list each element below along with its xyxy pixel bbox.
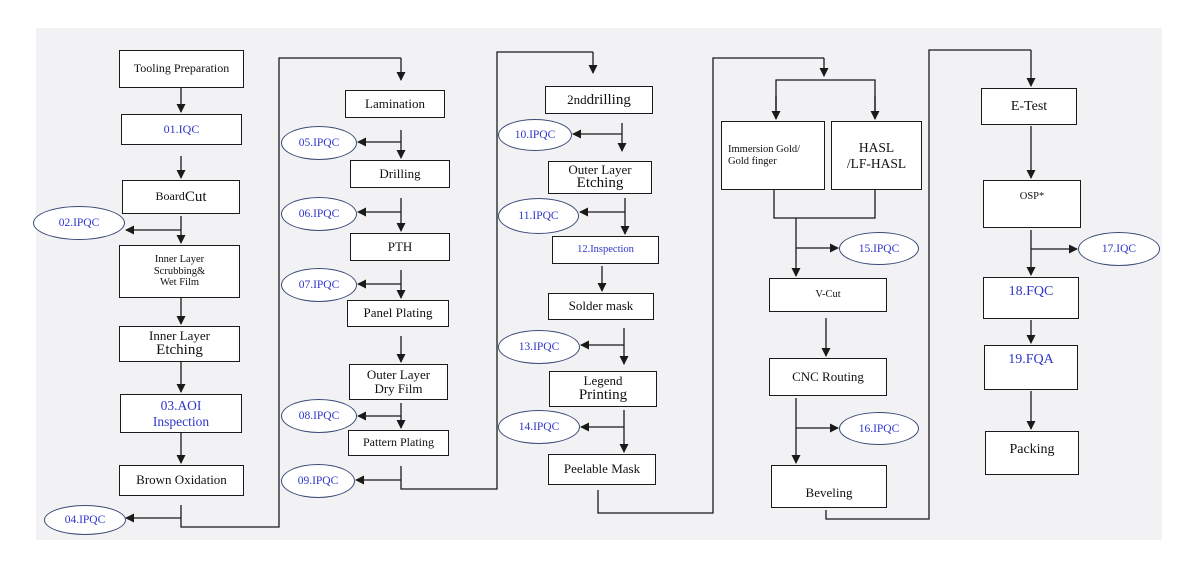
check-06-ipqc: 06.IPQC — [281, 197, 357, 231]
step-03-aoi-inspection: 03.AOI Inspection — [120, 394, 242, 433]
check-09-ipqc: 09.IPQC — [281, 464, 355, 498]
step-19-fqa: 19.FQA — [984, 345, 1078, 390]
connector-col2-col3 — [400, 51, 593, 490]
step-12-inspection: 12.Inspection — [552, 236, 659, 264]
connector-col1-col2 — [180, 57, 401, 528]
step-cnc-routing: CNC Routing — [769, 358, 887, 396]
connector-col3-col4 — [597, 57, 824, 514]
merge-finishes — [773, 190, 876, 219]
step-2nd-drilling: 2nd drilling — [545, 86, 653, 114]
step-beveling: Beveling — [771, 465, 887, 508]
check-16-ipqc: 16.IPQC — [839, 412, 919, 445]
step-osp: OSP* — [983, 180, 1081, 228]
check-05-ipqc: 05.IPQC — [281, 126, 357, 160]
step-brown-oxidation: Brown Oxidation — [119, 465, 244, 496]
step-pth: PTH — [350, 233, 450, 261]
check-13-ipqc: 13.IPQC — [498, 330, 580, 364]
step-drilling: Drilling — [350, 160, 450, 188]
step-pattern-plating: Pattern Plating — [348, 430, 449, 456]
step-solder-mask: Solder mask — [548, 293, 654, 320]
step-hasl: HASL /LF-HASL — [831, 121, 922, 190]
step-board-cut: Board Cut — [122, 180, 240, 214]
check-14-ipqc: 14.IPQC — [498, 410, 580, 444]
step-panel-plating: Panel Plating — [347, 300, 449, 327]
step-peelable-mask: Peelable Mask — [548, 454, 656, 485]
check-15-ipqc: 15.IPQC — [839, 232, 919, 265]
check-07-ipqc: 07.IPQC — [281, 268, 357, 302]
step-v-cut: V-Cut — [769, 278, 887, 312]
check-02-ipqc: 02.IPQC — [33, 206, 125, 240]
check-08-ipqc: 08.IPQC — [281, 399, 357, 433]
connector-col4-col5 — [825, 49, 1031, 520]
check-04-ipqc: 04.IPQC — [44, 505, 126, 535]
split-to-finishes — [775, 79, 876, 119]
step-18-fqc: 18.FQC — [983, 277, 1079, 319]
check-11-ipqc: 11.IPQC — [498, 198, 579, 234]
step-packing: Packing — [985, 431, 1079, 475]
check-17-iqc: 17.IQC — [1078, 232, 1160, 266]
check-10-ipqc: 10.IPQC — [498, 119, 572, 151]
step-inner-layer-scrubbing: Inner Layer Scrubbing& Wet Film — [119, 245, 240, 298]
step-lamination: Lamination — [345, 90, 445, 118]
step-tooling-preparation: Tooling Preparation — [119, 50, 244, 88]
step-immersion-gold: Immersion Gold/ Gold finger — [721, 121, 825, 190]
step-01-iqc: 01.IQC — [121, 114, 242, 145]
step-e-test: E-Test — [981, 88, 1077, 125]
